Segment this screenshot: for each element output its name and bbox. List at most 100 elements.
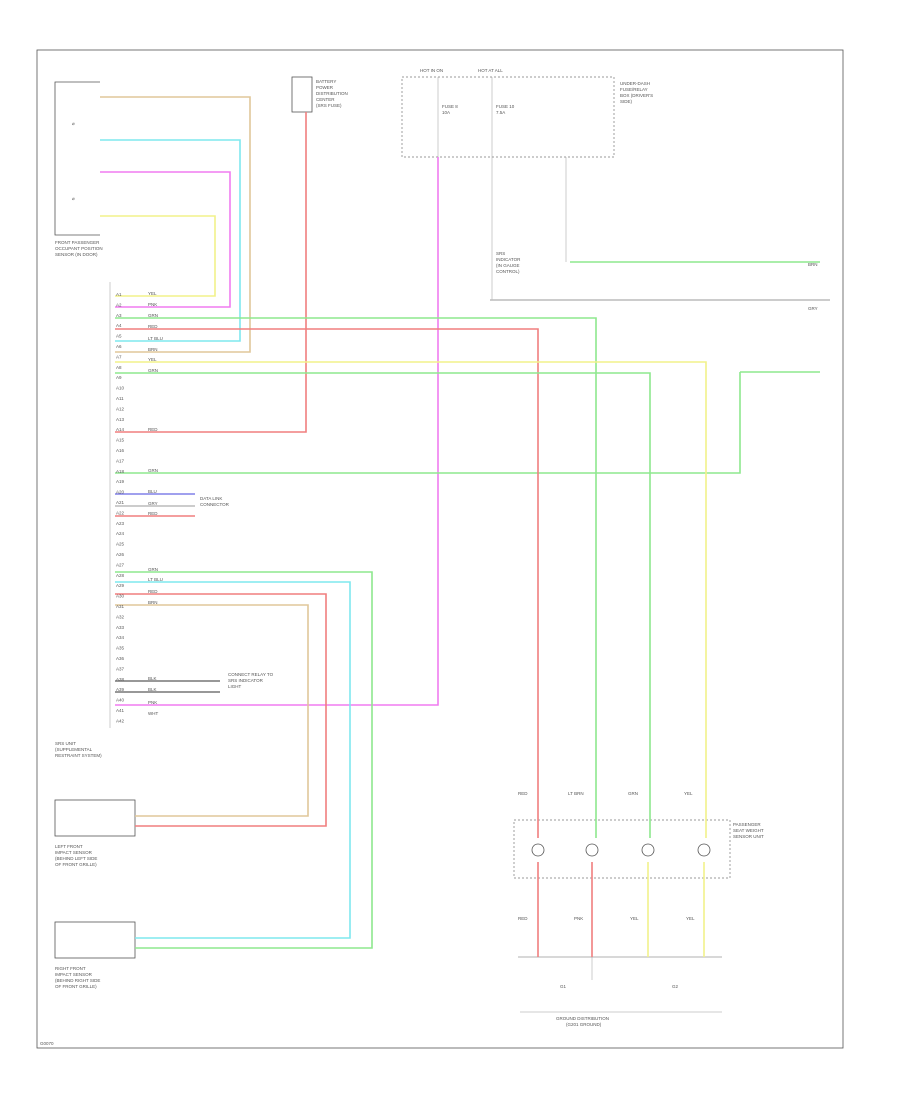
pin-label: A17 bbox=[116, 458, 125, 463]
pin-label: A24 bbox=[116, 531, 125, 536]
hot-top1: HOT IN ON bbox=[420, 68, 443, 73]
right-front-sensor-label-2: IMPACT SENSOR bbox=[55, 972, 93, 977]
right-front-sensor-label-3: (BEHIND RIGHT SIDE bbox=[55, 978, 100, 983]
right-label-1: BRN bbox=[808, 262, 818, 267]
wire-color-label: BLK bbox=[148, 676, 157, 681]
pin-label: A21 bbox=[116, 500, 125, 505]
wire-color-label: PNK bbox=[148, 302, 157, 307]
ind-light-label-2: INDICATOR bbox=[496, 257, 521, 262]
left-front-sensor-label-2: IMPACT SENSOR bbox=[55, 850, 93, 855]
pin-label: A26 bbox=[116, 552, 125, 557]
left-front-sensor-label-1: LEFT FRONT bbox=[55, 844, 83, 849]
front-pass-sensor-label-1: FRONT PASSENGER bbox=[55, 240, 100, 245]
wire-color-label: GRN bbox=[148, 313, 158, 318]
seat-sensor-2-icon bbox=[585, 843, 599, 857]
front-pass-sensor-label-2: OCCUPANT POSITION bbox=[55, 246, 103, 251]
wire-color-label: WHT bbox=[148, 711, 158, 716]
pin-labels: A1A2A3A4A5A6A7A8A9A10A11A12A13A14A15A16A… bbox=[116, 291, 695, 921]
seat-wire-label: YEL bbox=[630, 916, 639, 921]
pin-label: A37 bbox=[116, 666, 125, 671]
wire-color-label: GRY bbox=[148, 501, 158, 506]
wire-color-label: BRN bbox=[148, 347, 158, 352]
wire-color-label: BLK bbox=[148, 687, 157, 692]
fuse-label-1b: 10A bbox=[442, 110, 450, 115]
pin-label: A4 bbox=[116, 323, 122, 328]
data-link-label-1: DATA LINK bbox=[200, 496, 222, 501]
passenger-seat-label-1: PASSENGER bbox=[733, 822, 761, 827]
batt-relay-label-2: POWER bbox=[316, 85, 334, 90]
junction-box: HOT IN ON HOT AT ALL UNDER-DASH FUSE/REL… bbox=[401, 68, 653, 158]
wire-ltblu-sensor bbox=[100, 139, 241, 342]
wire-color-label: YEL bbox=[148, 291, 157, 296]
junction-label-4: SIDE) bbox=[620, 99, 633, 104]
passenger-seat-label-2: SEAT WEIGHT bbox=[733, 828, 764, 833]
wire-color-label: GRN bbox=[148, 368, 158, 373]
batt-relay-label-4: CENTER bbox=[316, 97, 335, 102]
diag-conn-label-1: CONNECT RELAY TO bbox=[228, 672, 274, 677]
wire-color-label: YEL bbox=[148, 357, 157, 362]
front-pass-sensor: FRONT PASSENGER OCCUPANT POSITION SENSOR… bbox=[54, 81, 103, 257]
junction-label-2: FUSE/RELAY bbox=[620, 87, 648, 92]
seat-wire-label: RED bbox=[518, 916, 528, 921]
srs-unit-connector: SRS UNIT (SUPPLEMENTAL RESTRAINT SYSTEM) bbox=[55, 282, 111, 758]
wire-color-label: GRN bbox=[148, 468, 158, 473]
srs-indicator: SRS INDICATOR (IN GAUGE CONTROL) bbox=[491, 157, 567, 300]
pin-label: A34 bbox=[116, 635, 125, 640]
wire-color-label: RED bbox=[148, 589, 158, 594]
pin-label: A30 bbox=[116, 594, 125, 599]
front-pass-sensor-label-3: SENSOR (IN DOOR) bbox=[55, 252, 98, 257]
right-label-2: GRY bbox=[808, 306, 818, 311]
junction-label-3: BOX (DRIVER'S bbox=[620, 93, 653, 98]
seat-wire-label: GRN bbox=[628, 791, 638, 796]
junction-label-1: UNDER-DASH bbox=[620, 81, 650, 86]
pin-label: A32 bbox=[116, 614, 125, 619]
wires bbox=[100, 96, 830, 957]
seat-sensor-4-icon bbox=[697, 843, 711, 857]
wire-grn-right2 bbox=[115, 372, 741, 474]
pin-label: A12 bbox=[116, 406, 125, 411]
pin-label: A20 bbox=[116, 490, 125, 495]
pin-label: A22 bbox=[116, 510, 125, 515]
pin-label: A33 bbox=[116, 625, 125, 630]
pin-label: A11 bbox=[116, 396, 124, 401]
pin-label: A38 bbox=[116, 677, 125, 682]
fuse-label-2: FUSE 10 bbox=[496, 104, 515, 109]
wire-color-label: RED bbox=[148, 511, 158, 516]
srs-unit-label-2: (SUPPLEMENTAL bbox=[55, 747, 93, 752]
pin-label: A15 bbox=[116, 438, 125, 443]
batt-relay-label-3: DISTRIBUTION bbox=[316, 91, 348, 96]
pin-label: A14 bbox=[116, 427, 125, 432]
pin-label: A35 bbox=[116, 646, 125, 651]
wire-color-label: RED bbox=[148, 324, 158, 329]
wire-pnk-sensor bbox=[100, 171, 231, 308]
pin-label: A7 bbox=[116, 354, 122, 359]
wire-color-label: BRN bbox=[148, 600, 158, 605]
wire-grn-seat2 bbox=[115, 372, 651, 838]
pin-label: A1 bbox=[116, 292, 122, 297]
passenger-seat-label-3: SENSOR UNIT bbox=[733, 834, 764, 839]
pin-label: A42 bbox=[116, 718, 125, 723]
seat-sensor-3-icon bbox=[641, 843, 655, 857]
ground-dist-label-1: GROUND DISTRIBUTION bbox=[556, 1016, 609, 1021]
pin-label: A31 bbox=[116, 604, 125, 609]
pin-label: A23 bbox=[116, 521, 125, 526]
diag-conn: CONNECT RELAY TO SRS INDICATOR LIGHT bbox=[228, 672, 274, 689]
pin-label: A39 bbox=[116, 687, 125, 692]
seat-wire-label: PNK bbox=[574, 916, 583, 921]
passenger-seat-sensor: PASSENGER SEAT WEIGHT SENSOR UNIT bbox=[513, 819, 764, 879]
wire-color-label: PNK bbox=[148, 700, 157, 705]
srs-unit-label-3: RESTRAINT SYSTEM) bbox=[55, 753, 102, 758]
left-front-sensor-label-3: (BEHIND LEFT SIDE bbox=[55, 856, 97, 861]
pin-label: A40 bbox=[116, 698, 125, 703]
diagram-frame bbox=[36, 49, 844, 1049]
ground-label-g1: G1 bbox=[560, 984, 567, 989]
pin-label: A36 bbox=[116, 656, 125, 661]
pin-label: A19 bbox=[116, 479, 125, 484]
pin-label: A41 bbox=[116, 708, 125, 713]
diag-conn-label-2: SRS INDICATOR bbox=[228, 678, 264, 683]
ground-label-g2: G2 bbox=[672, 984, 679, 989]
pin-label: A2 bbox=[116, 302, 122, 307]
wire-grn-seat bbox=[115, 317, 597, 838]
wire-color-label: GRN bbox=[148, 567, 158, 572]
srs-unit-label-1: SRS UNIT bbox=[55, 741, 76, 746]
